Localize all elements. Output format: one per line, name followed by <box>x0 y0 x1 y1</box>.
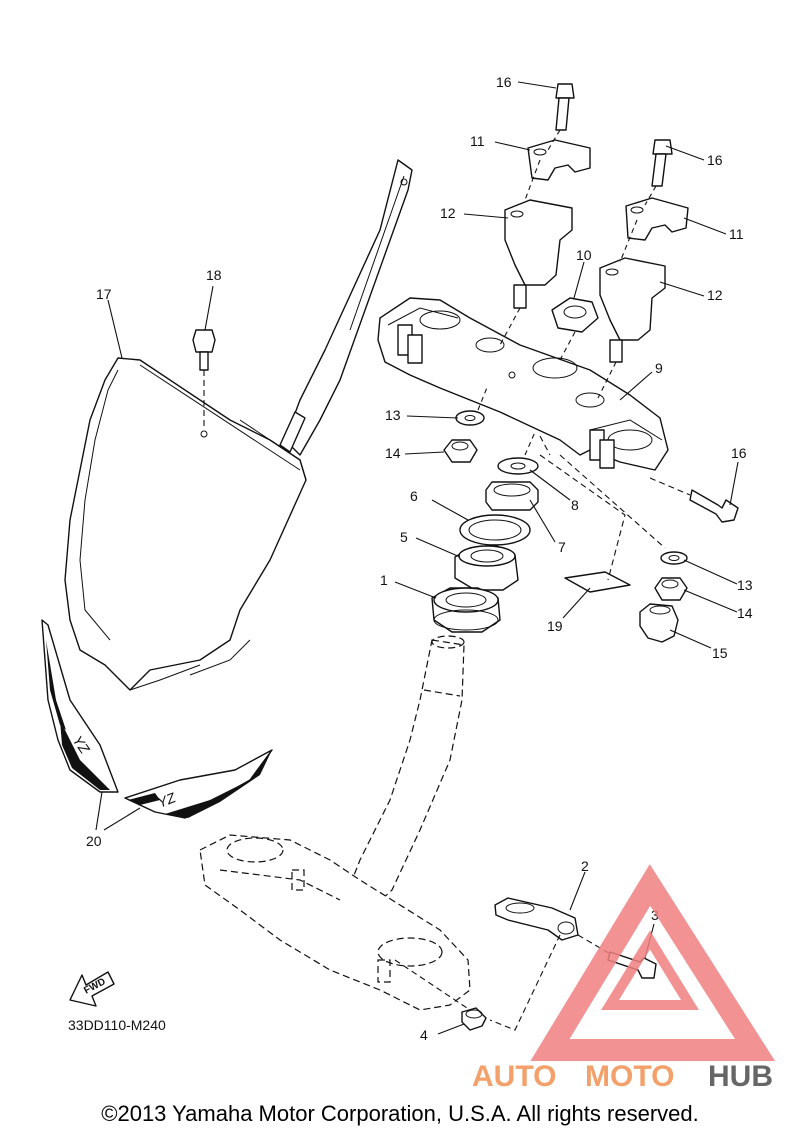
watermark-text-hub: HUB <box>708 1060 773 1093</box>
callout-9: 9 <box>655 360 663 376</box>
callout-19: 19 <box>547 618 563 634</box>
callout-12-left: 12 <box>440 205 456 221</box>
watermark-text-moto: MOTO <box>585 1060 674 1093</box>
fwd-arrow: FWD <box>69 971 115 1007</box>
bearing-5 <box>454 544 519 591</box>
callout-18: 18 <box>206 267 222 283</box>
watermark-text-auto: AUTO <box>472 1060 556 1093</box>
copyright-notice: ©2013 Yamaha Motor Corporation, U.S.A. A… <box>101 1101 699 1126</box>
callout-16-right: 16 <box>707 152 723 168</box>
label-19 <box>564 571 631 593</box>
cap-nut-15 <box>639 603 679 643</box>
steering-stem <box>344 635 465 911</box>
callout-13-left: 13 <box>385 407 401 423</box>
callout-16-lower: 16 <box>731 445 747 461</box>
callout-14-right: 14 <box>737 605 753 621</box>
callout-11-right: 11 <box>729 226 744 242</box>
nut-14-left <box>443 439 478 463</box>
upper-bracket <box>377 297 669 471</box>
callout-15: 15 <box>712 645 728 661</box>
callout-20: 20 <box>86 833 102 849</box>
callout-1: 1 <box>380 572 388 588</box>
lower-bracket <box>199 834 471 1011</box>
callout-12-right: 12 <box>707 287 723 303</box>
handlebar-holder-right <box>597 139 689 399</box>
callout-5: 5 <box>400 529 408 545</box>
ring-nut-7 <box>485 481 539 511</box>
nut-14-right <box>654 577 688 601</box>
decal-left: YZ <box>41 619 119 793</box>
callout-11-left: 11 <box>470 133 485 149</box>
collar-4 <box>461 1007 487 1031</box>
washer-13-right <box>660 551 688 565</box>
callout-17: 17 <box>96 286 112 302</box>
handlebar-holder-left <box>499 83 591 346</box>
washer-8 <box>497 431 539 475</box>
callout-14-left: 14 <box>385 445 401 461</box>
callout-7: 7 <box>558 539 566 555</box>
callout-2: 2 <box>581 858 589 874</box>
callout-6: 6 <box>410 488 418 504</box>
callout-13-right: 13 <box>737 577 753 593</box>
callout-10: 10 <box>576 247 592 263</box>
callout-3: 3 <box>651 907 659 923</box>
watermark-logo <box>530 864 776 1061</box>
callout-8: 8 <box>571 497 579 513</box>
seal-6 <box>459 514 531 546</box>
bearing-1 <box>431 587 501 633</box>
decal-right: YZ <box>124 749 273 819</box>
nut-10 <box>551 297 599 361</box>
bolt-16-lower <box>689 489 739 523</box>
callout-4: 4 <box>420 1027 428 1043</box>
diagram-code: 33DD110-M240 <box>68 1017 166 1033</box>
callout-numbers: 16 11 12 16 11 12 10 9 13 14 16 8 7 6 5 … <box>86 74 753 1043</box>
decal-text-right: YZ <box>155 789 178 811</box>
number-plate <box>64 159 413 691</box>
bolt-18 <box>192 329 216 430</box>
callout-16-top: 16 <box>496 74 512 90</box>
cable-guide-2 <box>494 897 579 941</box>
